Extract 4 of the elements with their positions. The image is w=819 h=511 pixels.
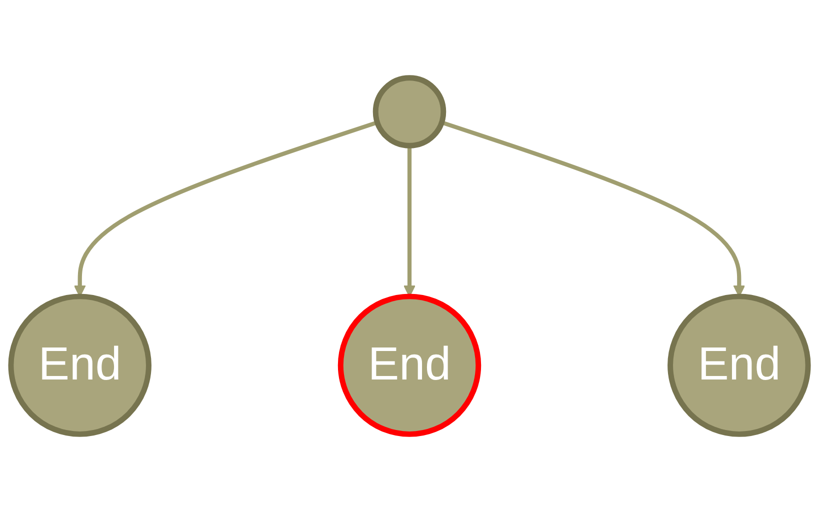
circle-node: End bbox=[668, 294, 811, 437]
circle-node: End bbox=[8, 294, 152, 437]
circle-node: End bbox=[338, 294, 482, 437]
circle-node bbox=[372, 75, 446, 148]
